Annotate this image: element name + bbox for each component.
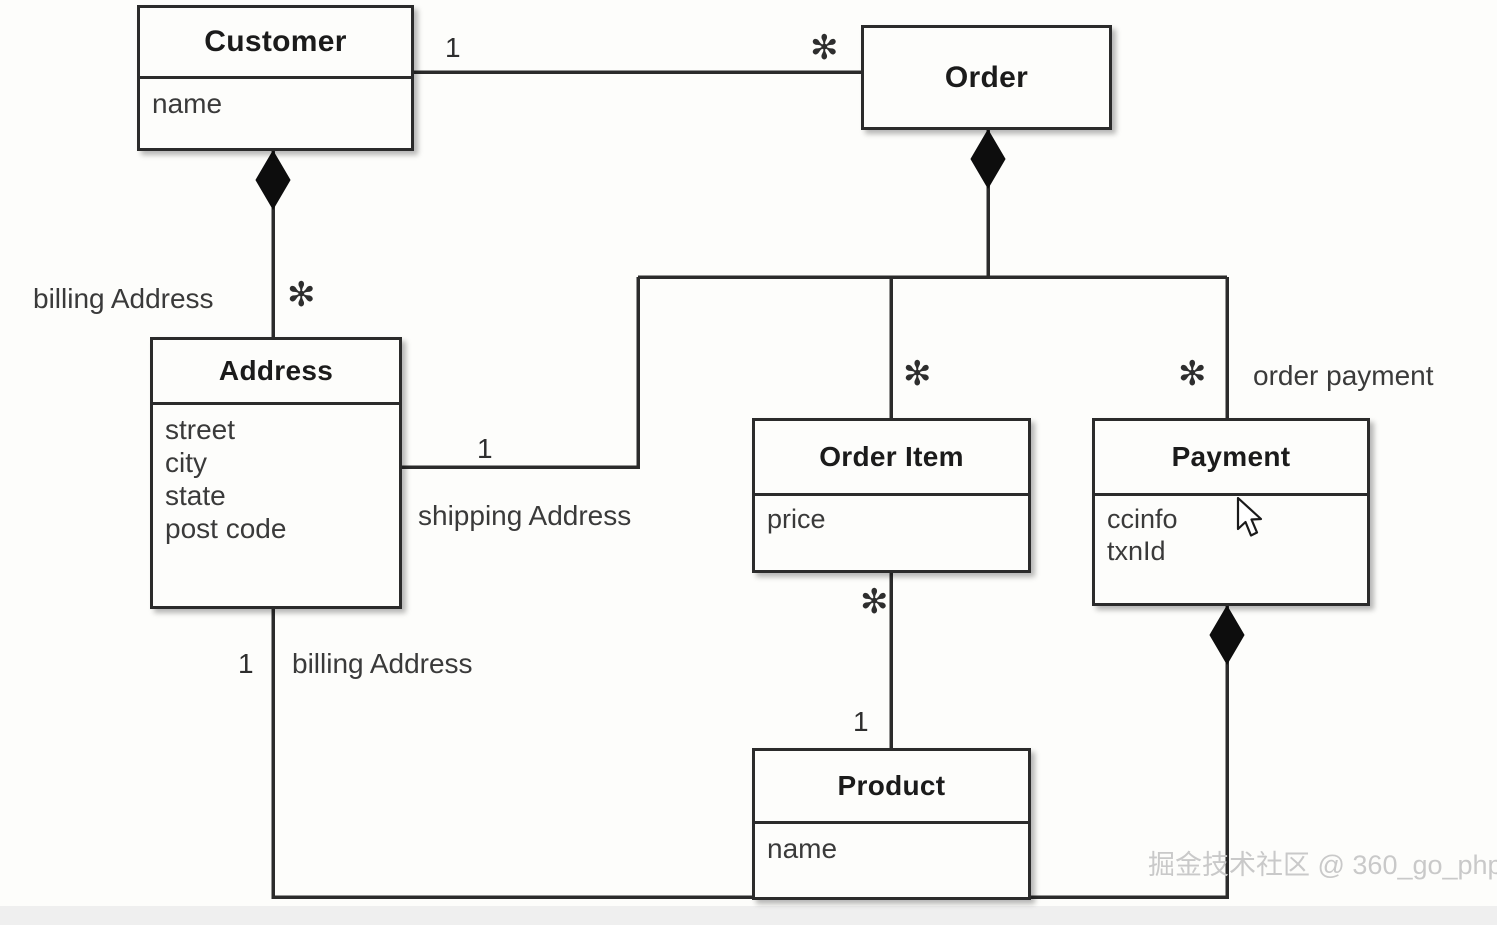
attribute-row: name: [152, 88, 223, 119]
class-title-customer: Customer: [204, 25, 347, 58]
multiplicity-customer-address-many: ✻: [287, 276, 316, 314]
class-title-order: Order: [944, 60, 1029, 94]
multiplicity-product-orderitem-one: 1: [853, 706, 869, 737]
edge-label-shipping-address: shipping Address: [418, 500, 632, 531]
multiplicity-customer-order-one: 1: [445, 32, 461, 63]
multiplicity-order-payment-many: ✻: [1178, 355, 1207, 393]
class-attributes-payment: ccinfo txnId: [1095, 493, 1367, 574]
attribute-row: state: [165, 480, 226, 512]
class-title-payment: Payment: [1171, 441, 1291, 472]
class-attributes-product: name: [755, 821, 1028, 871]
edge-address-order-shipping: [402, 277, 640, 469]
multiplicity-address-order-one: 1: [477, 433, 493, 464]
composition-diamond-payment: [1209, 605, 1245, 665]
composition-diamond-order: [970, 129, 1006, 189]
class-box-payment[interactable]: Payment ccinfo txnId: [1092, 418, 1370, 606]
attribute-row: ccinfo: [1107, 504, 1178, 534]
class-attributes-address: street city state post code: [153, 402, 399, 551]
attribute-row: post code: [165, 513, 287, 545]
class-box-product[interactable]: Product name: [752, 748, 1031, 900]
class-box-address[interactable]: Address street city state post code: [150, 337, 402, 609]
watermark-text: 掘金技术社区 @ 360_go_php: [1148, 850, 1497, 880]
attribute-row: name: [767, 833, 838, 864]
class-title-product: Product: [837, 770, 946, 801]
edge-address-payment-billing: [271, 606, 1229, 899]
edge-label-billing-address-top: billing Address: [33, 283, 214, 314]
class-attributes-order-item: price: [755, 493, 1028, 542]
composition-diamond-customer: [255, 150, 291, 210]
multiplicity-address-payment-one: 1: [238, 648, 254, 679]
multiplicity-order-orderitem-many: ✻: [903, 355, 932, 393]
attribute-row: city: [165, 447, 207, 479]
class-box-order-item[interactable]: Order Item price: [752, 418, 1031, 573]
attribute-row: txnId: [1107, 535, 1166, 566]
attribute-row: price: [767, 504, 826, 534]
class-box-order[interactable]: Order: [861, 25, 1112, 130]
class-box-customer[interactable]: Customer name: [137, 5, 414, 151]
multiplicity-orderitem-product-many: ✻: [860, 583, 889, 621]
class-title-order-item: Order Item: [819, 441, 964, 472]
class-title-address: Address: [218, 355, 334, 386]
class-attributes-customer: name: [140, 76, 411, 126]
multiplicity-customer-order-many: ✻: [810, 29, 839, 67]
bottom-strip: [0, 906, 1497, 925]
edge-label-billing-address-bottom: billing Address: [292, 648, 473, 679]
attribute-row: street: [165, 414, 236, 445]
edge-label-order-payment: order payment: [1253, 360, 1434, 391]
